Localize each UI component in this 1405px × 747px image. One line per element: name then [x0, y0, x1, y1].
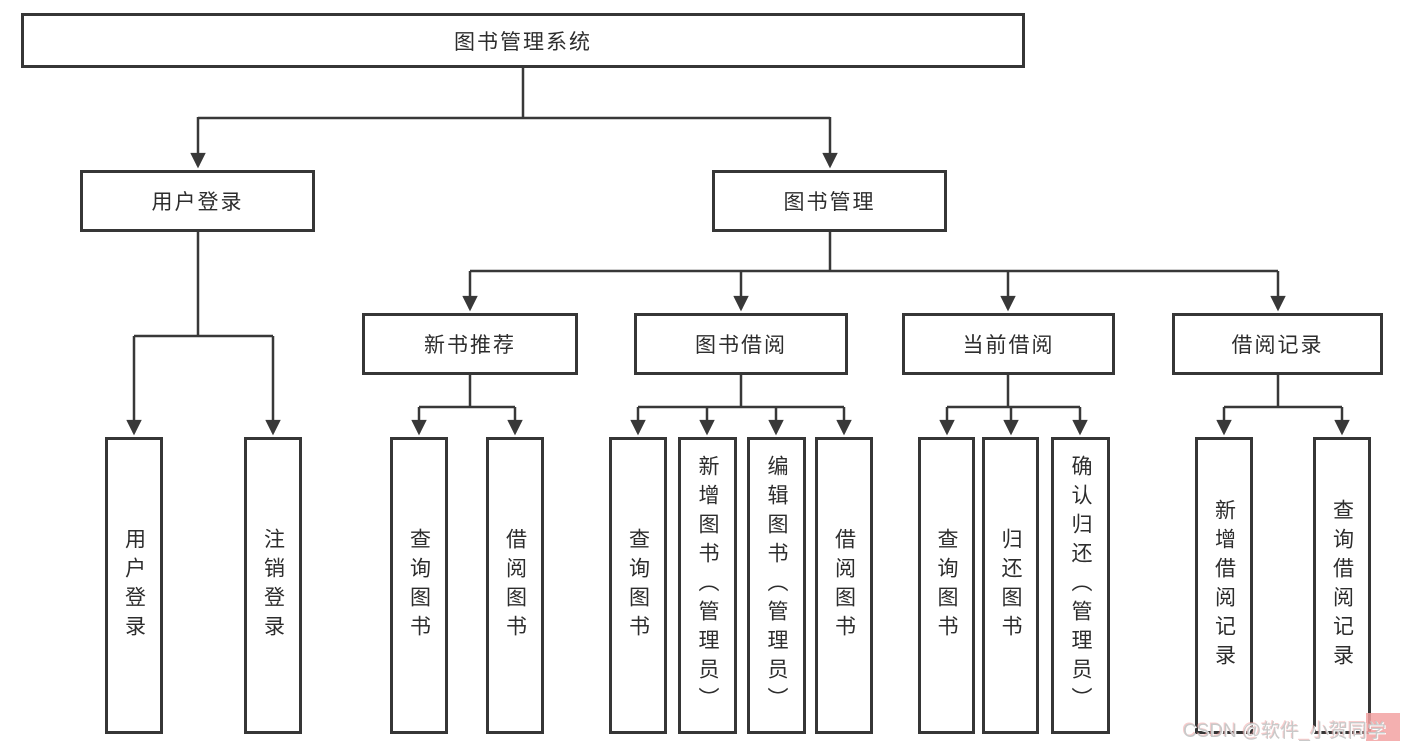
node-leaf-add-books-admin: 新增图书（管理员） [678, 437, 737, 734]
watermark-highlight [1366, 713, 1400, 741]
node-label: 新书推荐 [424, 334, 516, 357]
leaf-label: 新增图书（管理员） [696, 455, 719, 716]
node-leaf-add-borrow-record: 新增借阅记录 [1195, 437, 1253, 734]
connector-new-books-module [411, 375, 523, 436]
node-label: 图书管理系统 [454, 30, 592, 54]
node-label: 借阅记录 [1231, 334, 1324, 357]
node-leaf-user-login: 用户登录 [105, 437, 163, 734]
leaf-label: 查询图书 [935, 527, 958, 644]
connector-borrow-records-module [1216, 375, 1350, 436]
node-label: 当前借阅 [962, 334, 1055, 357]
connector-current-borrow-module [939, 375, 1088, 436]
node-branch-book-management: 图书管理 [712, 170, 947, 232]
node-leaf-query-books-recommend: 查询图书 [390, 437, 448, 734]
node-leaf-borrow-books: 借阅图书 [815, 437, 873, 734]
node-leaf-confirm-return-admin: 确认归还（管理员） [1051, 437, 1110, 734]
leaf-label: 查询图书 [626, 527, 650, 644]
node-branch-user-login: 用户登录 [80, 170, 315, 232]
leaf-label: 用户登录 [122, 527, 146, 644]
node-leaf-return-books: 归还图书 [982, 437, 1039, 734]
node-leaf-borrow-books-recommend: 借阅图书 [486, 437, 544, 734]
connector-book-borrow-module [630, 375, 852, 436]
connector-user-login-branch [126, 232, 281, 436]
node-label: 图书借阅 [695, 334, 787, 357]
node-leaf-query-books-borrow: 查询图书 [609, 437, 667, 734]
leaf-label: 归还图书 [999, 527, 1022, 644]
node-module-current-borrow: 当前借阅 [902, 313, 1115, 375]
node-label: 用户登录 [151, 191, 244, 214]
leaf-label: 编辑图书（管理员） [765, 455, 788, 716]
node-leaf-edit-books-admin: 编辑图书（管理员） [747, 437, 806, 734]
node-leaf-logout: 注销登录 [244, 437, 302, 734]
node-leaf-query-borrow-record: 查询借阅记录 [1313, 437, 1371, 734]
leaf-label: 确认归还（管理员） [1069, 455, 1092, 716]
node-leaf-query-books-current: 查询图书 [918, 437, 975, 734]
leaf-label: 查询借阅记录 [1330, 498, 1354, 673]
connector-root-to-branches [190, 68, 838, 169]
node-module-book-borrow: 图书借阅 [634, 313, 848, 375]
leaf-label: 新增借阅记录 [1212, 498, 1236, 673]
leaf-label: 注销登录 [261, 527, 285, 644]
leaf-label: 借阅图书 [503, 527, 527, 644]
node-module-new-book-recommend: 新书推荐 [362, 313, 578, 375]
watermark: CSDN @软件_小贺同学 [1183, 721, 1386, 742]
node-module-borrow-records: 借阅记录 [1172, 313, 1383, 375]
leaf-label: 查询图书 [407, 527, 431, 644]
node-root-system: 图书管理系统 [21, 13, 1025, 68]
node-label: 图书管理 [783, 191, 876, 214]
leaf-label: 借阅图书 [832, 527, 856, 644]
connector-book-mgmt-branch [462, 232, 1286, 312]
